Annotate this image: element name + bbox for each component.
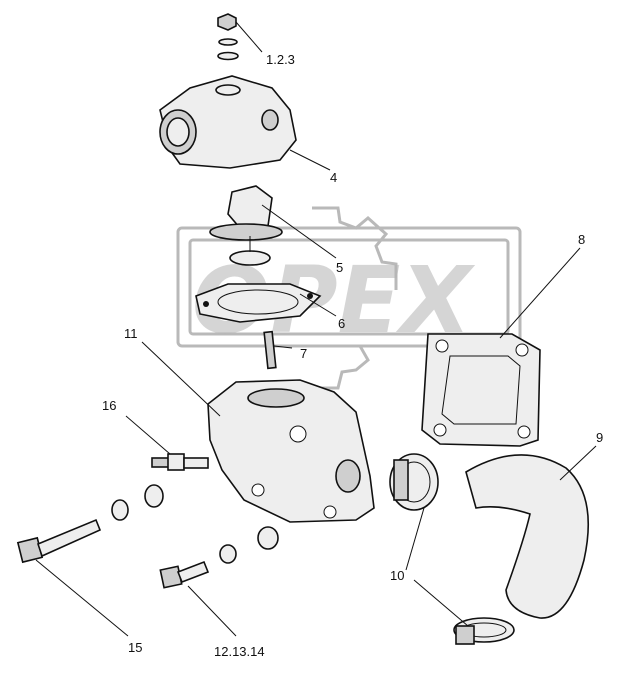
part-long-bolt	[16, 518, 102, 564]
callout-5: 5	[336, 260, 343, 275]
callout-16: 16	[102, 398, 116, 413]
callout-7: 7	[300, 346, 307, 361]
part-clamp-upper	[389, 453, 439, 511]
callout-15: 15	[128, 640, 142, 655]
callout-6: 6	[338, 316, 345, 331]
part-gasket-small	[195, 283, 322, 323]
part-gasket-square	[421, 333, 541, 447]
part-hose	[465, 454, 590, 619]
callout-1-2-3: 1.2.3	[266, 52, 295, 67]
callout-10: 10	[390, 568, 404, 583]
part-short-bolt	[159, 526, 279, 589]
leader-lines	[35, 21, 597, 637]
callout-labels: 1.2.3 4 5 6 7 8 9 10 11 12.13.14 15 16	[102, 52, 603, 659]
callout-9: 9	[596, 430, 603, 445]
callout-11: 11	[124, 326, 138, 341]
part-washers-left	[111, 484, 164, 521]
callout-4: 4	[330, 170, 337, 185]
callout-12-13-14: 12.13.14	[214, 644, 265, 659]
part-stud	[263, 330, 277, 370]
callout-8: 8	[578, 232, 585, 247]
part-thermostat	[209, 185, 283, 266]
part-clamp-lower	[453, 617, 515, 645]
part-nut-washers	[217, 13, 239, 61]
part-thermostat-cover	[159, 75, 297, 169]
part-sensor	[151, 453, 209, 471]
part-thermostat-housing	[207, 379, 375, 523]
